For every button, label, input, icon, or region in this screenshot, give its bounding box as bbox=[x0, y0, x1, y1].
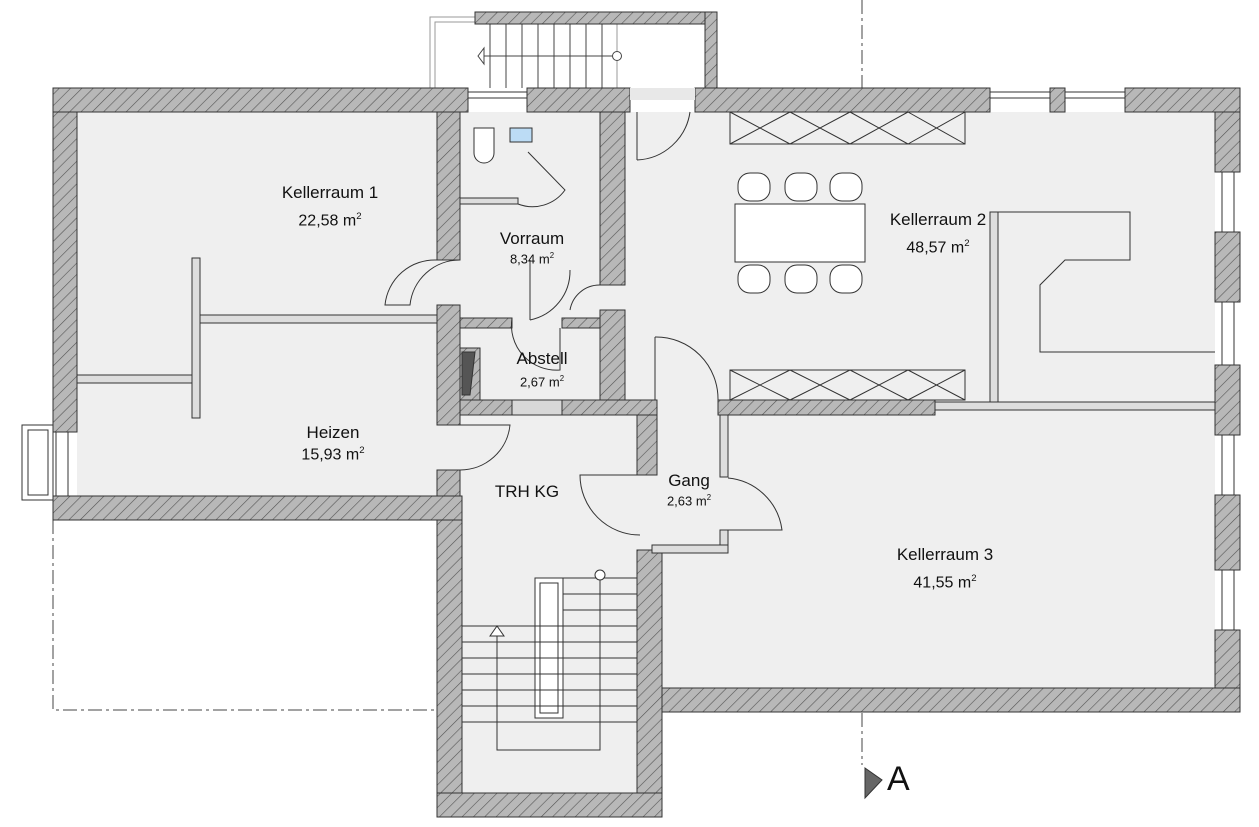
walls bbox=[52, 11, 1241, 818]
area-exponent: 2 bbox=[964, 238, 970, 249]
room-area: 2,67 bbox=[519, 374, 546, 390]
exterior-stair bbox=[429, 16, 705, 88]
room-name: Kellerraum 3 bbox=[896, 545, 994, 564]
section-marker-label: A bbox=[887, 760, 910, 798]
room-vorraum: Vorraum 8,34 m2 bbox=[500, 229, 564, 266]
room-kellerraum-1: Kellerraum 1 22,58 m2 bbox=[282, 183, 378, 230]
room-area: 41,55 bbox=[913, 574, 954, 592]
area-exponent: 2 bbox=[971, 573, 977, 584]
area-unit: m bbox=[950, 239, 965, 257]
room-area: 22,58 bbox=[298, 212, 339, 230]
interior-stair bbox=[462, 569, 637, 751]
area-unit: m bbox=[538, 251, 550, 267]
area-exponent: 2 bbox=[559, 374, 565, 383]
room-kellerraum-2: Kellerraum 2 48,57 m2 bbox=[890, 210, 986, 257]
area-unit: m bbox=[345, 446, 360, 464]
room-area: 48,57 bbox=[906, 239, 947, 257]
area-exponent: 2 bbox=[549, 251, 555, 260]
room-heizen: Heizen 15,93 m2 bbox=[301, 423, 364, 464]
area-unit: m bbox=[548, 374, 560, 390]
area-unit: m bbox=[342, 212, 357, 230]
room-area: 8,34 bbox=[509, 251, 536, 267]
area-exponent: 2 bbox=[359, 445, 365, 456]
area-unit: m bbox=[695, 493, 707, 509]
area-exponent: 2 bbox=[706, 493, 712, 502]
room-name: Gang bbox=[668, 471, 710, 490]
room-name: Kellerraum 2 bbox=[889, 210, 987, 229]
room-area: 2,63 bbox=[666, 493, 693, 509]
room-trh-kg: TRH KG bbox=[495, 482, 559, 502]
room-abstell: Abstell 2,67 m2 bbox=[516, 349, 567, 389]
room-gang: Gang 2,63 m2 bbox=[667, 471, 711, 508]
room-name: TRH KG bbox=[494, 482, 560, 501]
windows bbox=[21, 88, 1235, 631]
furniture bbox=[461, 111, 966, 401]
room-name: Vorraum bbox=[499, 229, 565, 248]
room-name: Heizen bbox=[306, 423, 360, 442]
room-kellerraum-3: Kellerraum 3 41,55 m2 bbox=[897, 545, 993, 592]
area-exponent: 2 bbox=[356, 211, 362, 222]
room-name: Kellerraum 1 bbox=[281, 183, 379, 202]
room-area: 15,93 bbox=[301, 446, 342, 464]
area-unit: m bbox=[957, 574, 972, 592]
section-arrow-icon bbox=[864, 767, 883, 800]
doors bbox=[384, 111, 783, 536]
thin-walls bbox=[76, 197, 1216, 554]
room-name: Abstell bbox=[516, 349, 568, 368]
